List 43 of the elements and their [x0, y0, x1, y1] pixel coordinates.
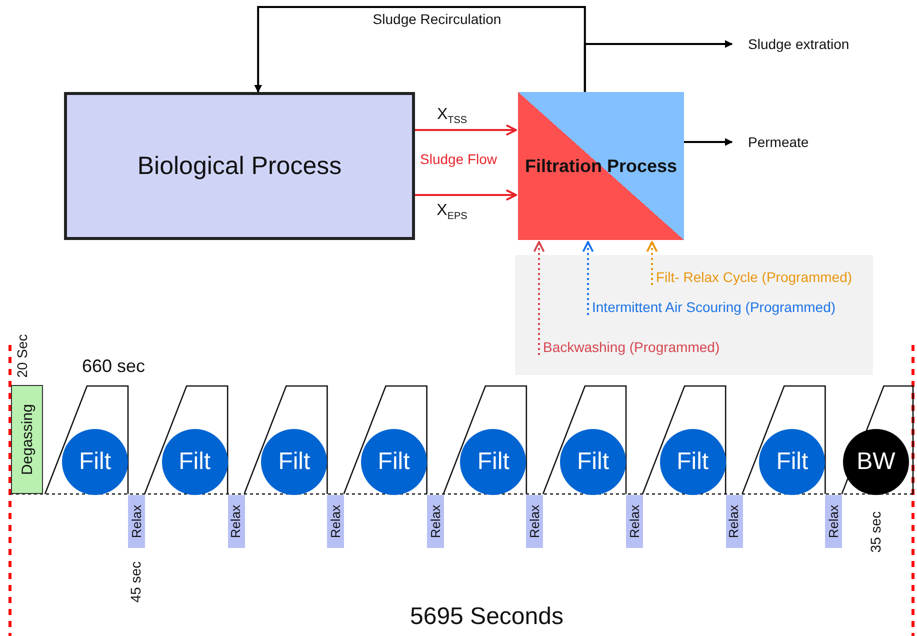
arrow [584, 40, 733, 92]
duration-label: 660 sec [82, 356, 146, 377]
arrow [533, 241, 545, 355]
arrow [415, 124, 517, 136]
phase-circle: Filt [759, 429, 826, 495]
process-box: Biological Process [64, 92, 415, 240]
flow-label: Permeate [748, 132, 828, 152]
phase-bar: Relax [128, 495, 145, 548]
phase-bar: Relax [526, 495, 544, 548]
arrow [646, 241, 658, 285]
phase-circle: Filt [62, 429, 128, 495]
phase-bar: Relax [327, 495, 344, 548]
arrow [254, 6, 586, 93]
duration-label: 35 sec [868, 511, 884, 553]
flow-label: Intermittent Air Scouring (Programmed) [592, 297, 867, 317]
phase-bar: Relax [426, 495, 444, 548]
duration-label: 45 sec [128, 561, 144, 603]
arrow [684, 138, 733, 146]
edge-label: X$_{TSS}$ [436, 106, 468, 126]
flow-label: Sludge extration [748, 34, 878, 54]
phase-bar: Relax [228, 495, 245, 548]
duration-label: 20 Sec [14, 334, 30, 378]
phase-circle: Filt [660, 429, 726, 495]
arrow [582, 241, 594, 315]
phase-circle: Filt [360, 429, 427, 495]
edge-label: X$_{EPS}$ [436, 202, 468, 222]
phase-circle: BW [843, 429, 909, 495]
arrow [415, 189, 517, 201]
flow-label: Backwashing (Programmed) [543, 337, 743, 357]
control-panel [515, 255, 873, 375]
process-box: Filtration Process [518, 92, 684, 240]
phase-bar: Degassing [11, 385, 43, 494]
duration-label: 5695 Seconds [410, 603, 564, 631]
flow-label: Sludge Flow [420, 151, 498, 167]
phase-circle: Filt [162, 429, 228, 495]
phase-circle: Filt [560, 429, 626, 495]
phase-bar: Relax [626, 495, 643, 548]
phase-bar: Relax [825, 495, 842, 548]
phase-circle: Filt [261, 429, 328, 495]
phase-bar: Relax [726, 495, 743, 548]
flow-label: Filt- Relax Cycle (Programmed) [656, 267, 871, 287]
phase-circle: Filt [460, 429, 526, 495]
edge-label: Sludge Recirculation [372, 11, 502, 27]
